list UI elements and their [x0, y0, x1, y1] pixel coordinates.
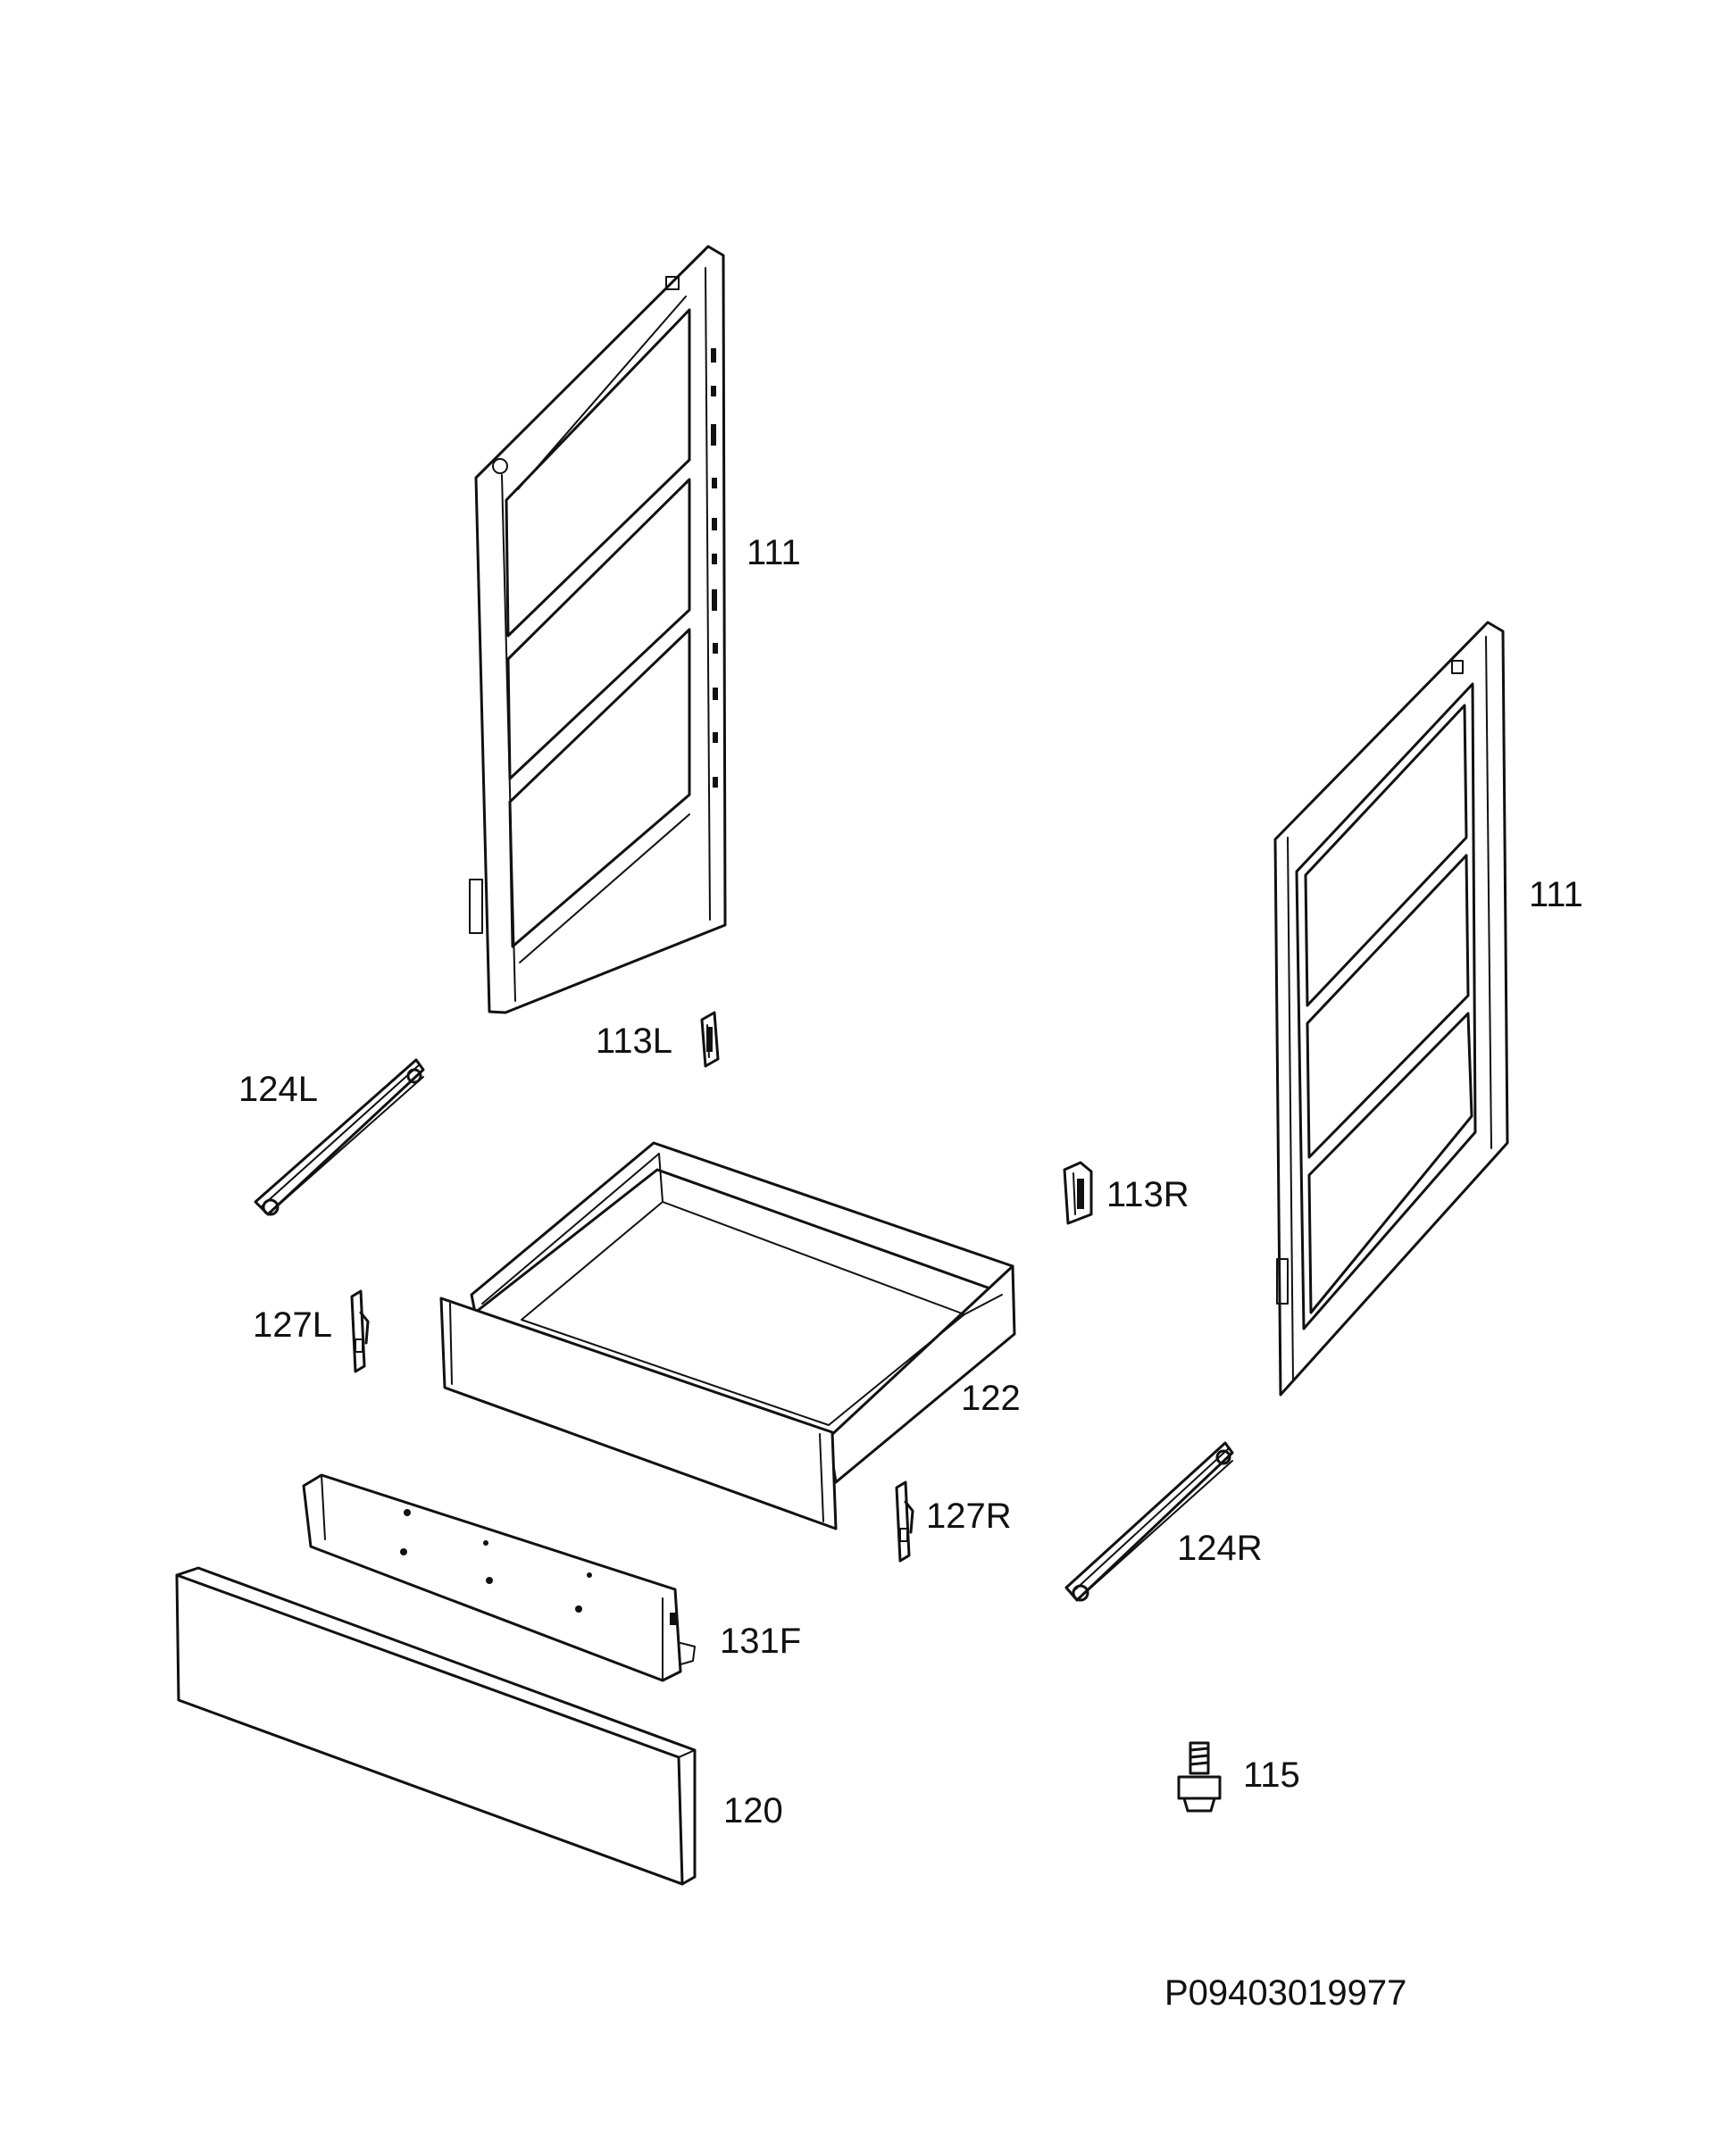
front-panel-drawing — [175, 1566, 697, 1886]
bracket-right-upper-drawing — [1063, 1161, 1093, 1225]
side-panel-upper-drawing — [469, 245, 727, 1014]
foot-drawing — [1177, 1741, 1222, 1813]
label-124R: 124R — [1177, 1529, 1263, 1568]
rail-left-drawing — [254, 1058, 425, 1216]
rail-right-drawing — [1064, 1441, 1234, 1602]
label-113L: 113L — [596, 1021, 673, 1061]
clip-right-drawing — [895, 1480, 914, 1563]
label-111-right: 111 — [1529, 875, 1583, 914]
label-131F: 131F — [720, 1622, 802, 1661]
label-115: 115 — [1243, 1755, 1300, 1795]
label-127L: 127L — [253, 1305, 332, 1345]
diagram-code: P09403019977 — [1164, 1973, 1407, 2013]
inner-front-bracket-drawing — [302, 1473, 696, 1682]
label-124L: 124L — [238, 1070, 318, 1109]
label-127R: 127R — [926, 1497, 1012, 1536]
clip-left-drawing — [350, 1289, 370, 1373]
label-120: 120 — [723, 1791, 783, 1830]
side-panel-right-drawing — [1273, 621, 1509, 1397]
label-111-upper: 111 — [747, 533, 801, 572]
label-122: 122 — [961, 1379, 1021, 1418]
bracket-left-upper-drawing — [700, 1011, 720, 1068]
label-113R: 113R — [1106, 1175, 1189, 1214]
drawer-drawing — [439, 1141, 1016, 1530]
